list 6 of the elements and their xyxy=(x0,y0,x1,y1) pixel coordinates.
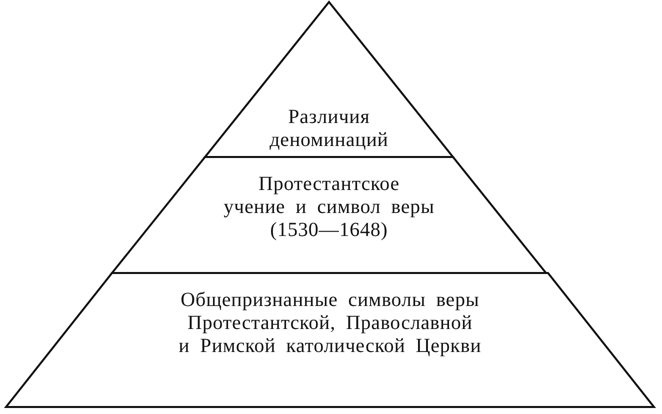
tier-label: Общепризнанные символы веры Протестантской, Православной и Римской католической Церкви xyxy=(178,289,482,358)
tier-label: Протестантское учение и символ веры (1530—1648) xyxy=(224,173,434,242)
tier-label: Различия деноминаций xyxy=(270,106,388,152)
pyramid-base-tier xyxy=(6,273,654,407)
pyramid-apex-tier xyxy=(205,2,453,157)
pyramid-middle-tier xyxy=(112,157,546,273)
